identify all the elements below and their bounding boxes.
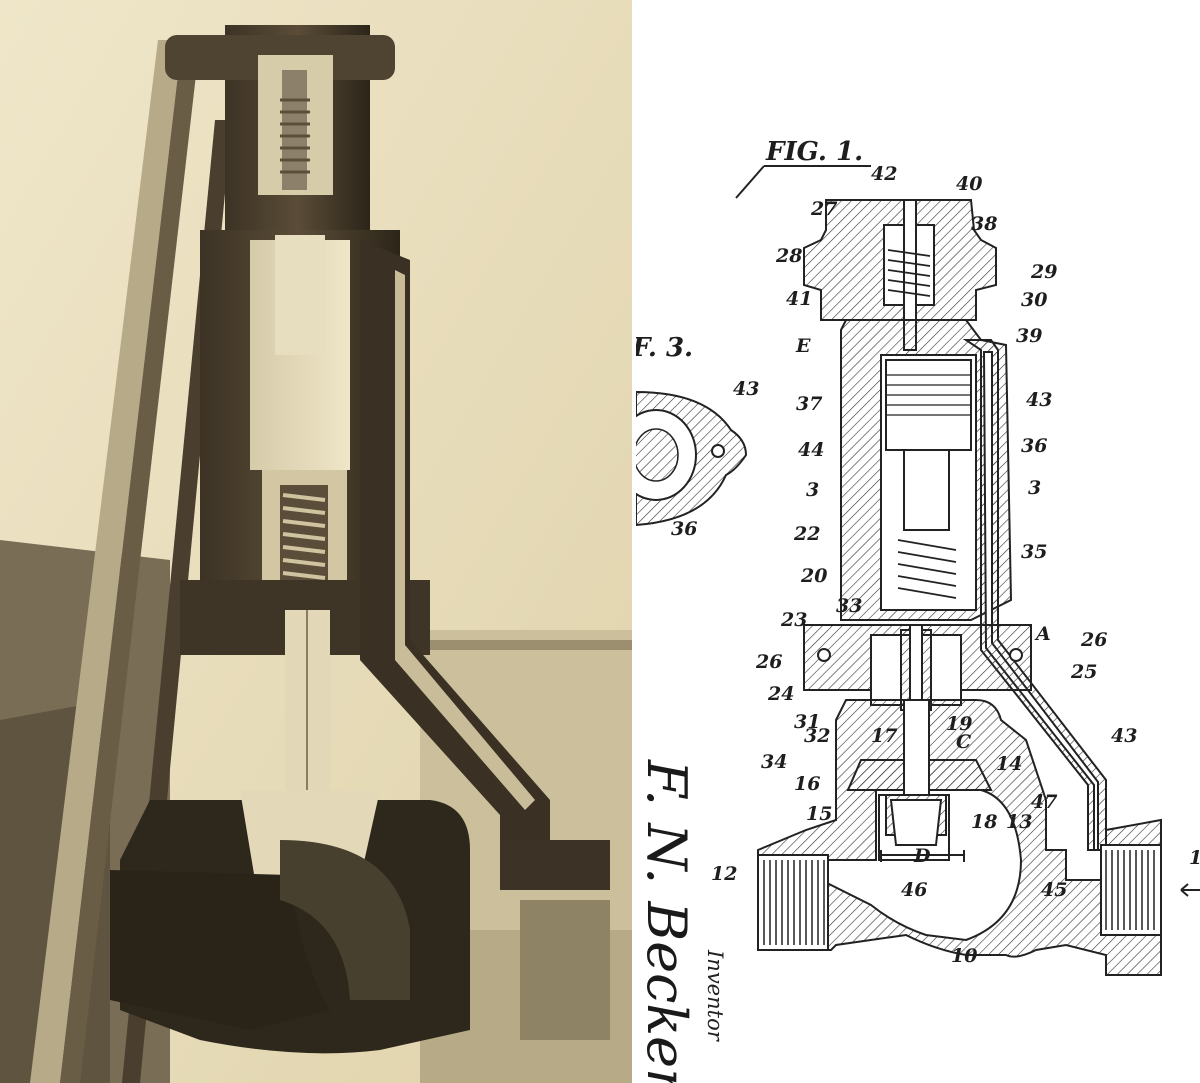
label-42: 42 [871, 163, 897, 185]
figure-3-section [636, 390, 748, 527]
label-27: 27 [810, 198, 837, 220]
label-39: 39 [1016, 325, 1042, 347]
panel-divider [632, 0, 636, 1083]
label-16: 16 [794, 773, 820, 795]
label-43-lower: 43 [1111, 725, 1137, 747]
label-43-side: 43 [733, 378, 759, 400]
label-15: 15 [806, 803, 832, 825]
label-43-upper: 43 [1026, 389, 1052, 411]
label-28: 28 [775, 245, 802, 267]
label-17: 17 [871, 725, 897, 747]
label-45: 45 [1041, 879, 1067, 901]
label-40: 40 [956, 173, 982, 195]
label-47: 47 [1031, 791, 1057, 813]
figure-title: FIG. 1. [765, 137, 863, 167]
label-36-side: 36 [671, 518, 697, 540]
label-18: 18 [971, 811, 997, 833]
label-31: 31 [794, 711, 820, 733]
label-26-left: 26 [755, 651, 782, 673]
label-11-partial: 1 [1189, 847, 1200, 869]
label-44: 44 [798, 439, 824, 461]
label-22: 22 [793, 523, 820, 545]
inventor-signature: F. N. Becker, [636, 759, 698, 1083]
label-35: 35 [1021, 541, 1047, 563]
label-19: 19 [946, 713, 972, 735]
label-29: 29 [1030, 261, 1057, 283]
label-38: 38 [971, 213, 997, 235]
label-D: D [913, 845, 931, 867]
label-41: 41 [786, 288, 812, 310]
valve-section-drawing [757, 199, 1200, 976]
label-36: 36 [1021, 435, 1047, 457]
label-26-right: 26 [1080, 629, 1107, 651]
label-10: 10 [951, 945, 977, 967]
label-A: A [1034, 623, 1051, 645]
side-figure-title: F. 3. [636, 333, 693, 363]
label-14: 14 [996, 753, 1022, 775]
label-25: 25 [1070, 661, 1097, 683]
inventor-label: Inventor [703, 949, 727, 1043]
reference-numerals: 42 40 27 38 28 29 41 30 39 E 37 43 44 36… [671, 163, 1200, 967]
valve-cutaway-photo [0, 0, 632, 1083]
label-20: 20 [800, 565, 827, 587]
label-30: 30 [1021, 289, 1047, 311]
label-37: 37 [796, 393, 822, 415]
label-C: C [956, 731, 971, 753]
label-E: E [795, 335, 811, 357]
label-3-left: 3 [806, 479, 819, 501]
label-3-right: 3 [1028, 477, 1041, 499]
label-24: 24 [767, 683, 794, 705]
label-33: 33 [836, 595, 862, 617]
label-13: 13 [1006, 811, 1032, 833]
label-34: 34 [761, 751, 787, 773]
label-23: 23 [780, 609, 807, 631]
patent-drawing: FIG. 1. F. 3. [636, 0, 1200, 1083]
label-12: 12 [711, 863, 737, 885]
label-46: 46 [901, 879, 927, 901]
label-32: 32 [804, 725, 830, 747]
